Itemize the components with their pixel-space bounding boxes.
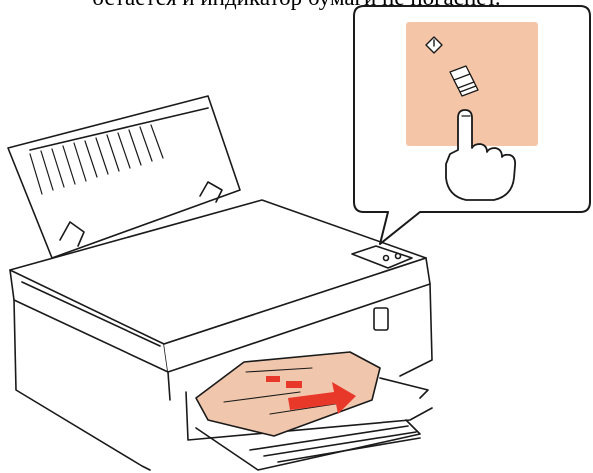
printer-illustration xyxy=(0,0,593,473)
